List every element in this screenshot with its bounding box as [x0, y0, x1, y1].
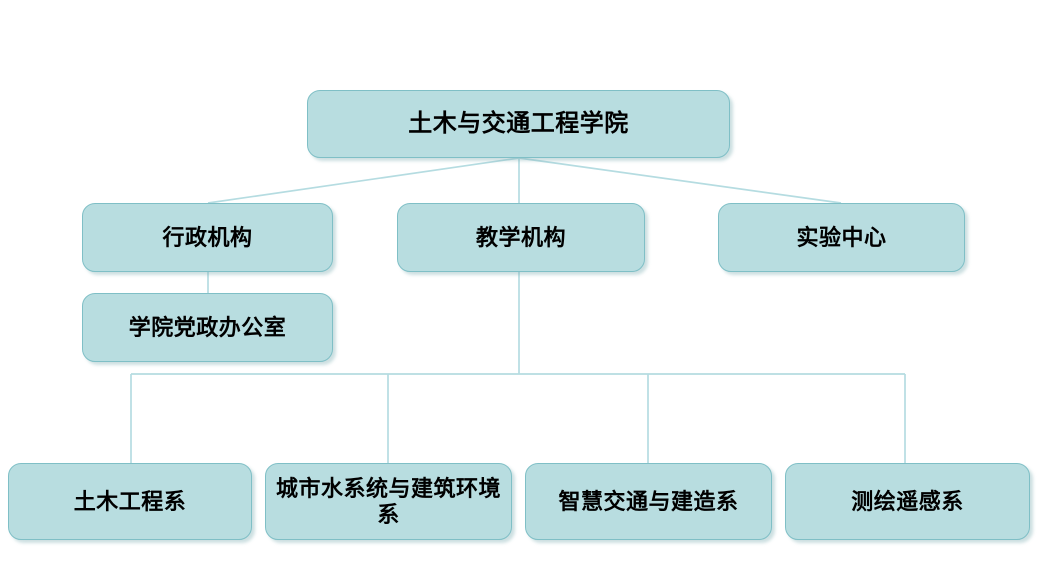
org-node-admin[interactable]: 行政机构 — [82, 203, 333, 272]
org-node-label: 智慧交通与建造系 — [558, 488, 739, 514]
org-node-label: 城市水系统与建筑环境系 — [275, 475, 501, 527]
org-node-party-office[interactable]: 学院党政办公室 — [82, 293, 333, 362]
org-node-teaching[interactable]: 教学机构 — [397, 203, 645, 272]
org-node-lab-center[interactable]: 实验中心 — [718, 203, 965, 272]
org-node-root[interactable]: 土木与交通工程学院 — [307, 90, 730, 158]
org-node-smart-transport-dept[interactable]: 智慧交通与建造系 — [525, 463, 772, 540]
org-node-label: 学院党政办公室 — [128, 314, 287, 340]
org-node-label: 行政机构 — [162, 224, 253, 250]
org-node-label: 土木与交通工程学院 — [408, 110, 629, 137]
org-node-civil-eng-dept[interactable]: 土木工程系 — [8, 463, 252, 540]
org-node-label: 教学机构 — [475, 224, 566, 250]
connector-root-branch-2 — [518, 157, 842, 204]
org-node-label: 实验中心 — [796, 224, 887, 250]
org-node-water-env-dept[interactable]: 城市水系统与建筑环境系 — [265, 463, 512, 540]
connector-root-branch-0 — [207, 157, 520, 204]
org-node-label: 测绘遥感系 — [851, 488, 964, 514]
org-node-surveying-dept[interactable]: 测绘遥感系 — [785, 463, 1030, 540]
org-node-label: 土木工程系 — [73, 488, 187, 514]
